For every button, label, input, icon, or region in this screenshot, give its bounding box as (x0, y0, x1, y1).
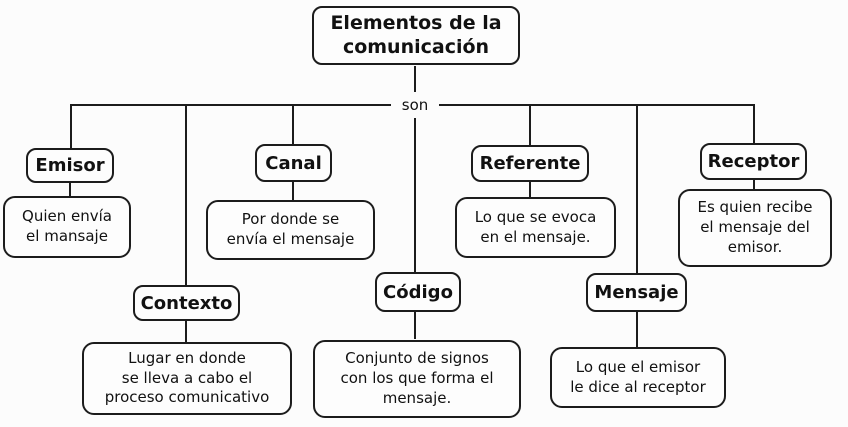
line-drop-codigo (414, 104, 416, 273)
desc-mensaje: Lo que el emisor le dice al receptor (550, 347, 726, 408)
line-stub-canal (292, 181, 294, 201)
line-stub-mensaje (636, 311, 638, 348)
line-drop-contexto (185, 104, 187, 286)
node-contexto: Contexto (133, 285, 240, 321)
line-stub-receptor (753, 179, 755, 190)
title-node: Elementos de la comunicación (312, 6, 520, 65)
node-emisor: Emisor (26, 148, 114, 183)
line-drop-canal (292, 104, 294, 145)
connector-label-son: son (391, 92, 439, 118)
line-drop-emisor (70, 104, 72, 149)
desc-referente: Lo que se evoca en el mensaje. (455, 197, 616, 258)
line-stub-referente (529, 181, 531, 198)
line-title-to-son (414, 66, 416, 96)
node-receptor: Receptor (700, 143, 807, 180)
desc-receptor: Es quien recibe el mensaje del emisor. (678, 189, 832, 267)
line-drop-mensaje (636, 104, 638, 274)
desc-codigo: Conjunto de signos con los que forma el … (313, 340, 521, 418)
node-referente: Referente (471, 145, 589, 182)
desc-emisor: Quien envía el mansaje (3, 196, 131, 258)
node-codigo: Código (375, 272, 461, 312)
desc-canal: Por donde se envía el mensaje (206, 200, 375, 260)
line-drop-referente (529, 104, 531, 146)
desc-contexto: Lugar en donde se lleva a cabo el proces… (82, 342, 292, 415)
line-drop-receptor (753, 104, 755, 144)
node-mensaje: Mensaje (586, 273, 687, 312)
node-canal: Canal (255, 144, 332, 182)
line-stub-contexto (185, 320, 187, 343)
line-stub-emisor (69, 182, 71, 197)
line-stub-codigo (414, 311, 416, 339)
